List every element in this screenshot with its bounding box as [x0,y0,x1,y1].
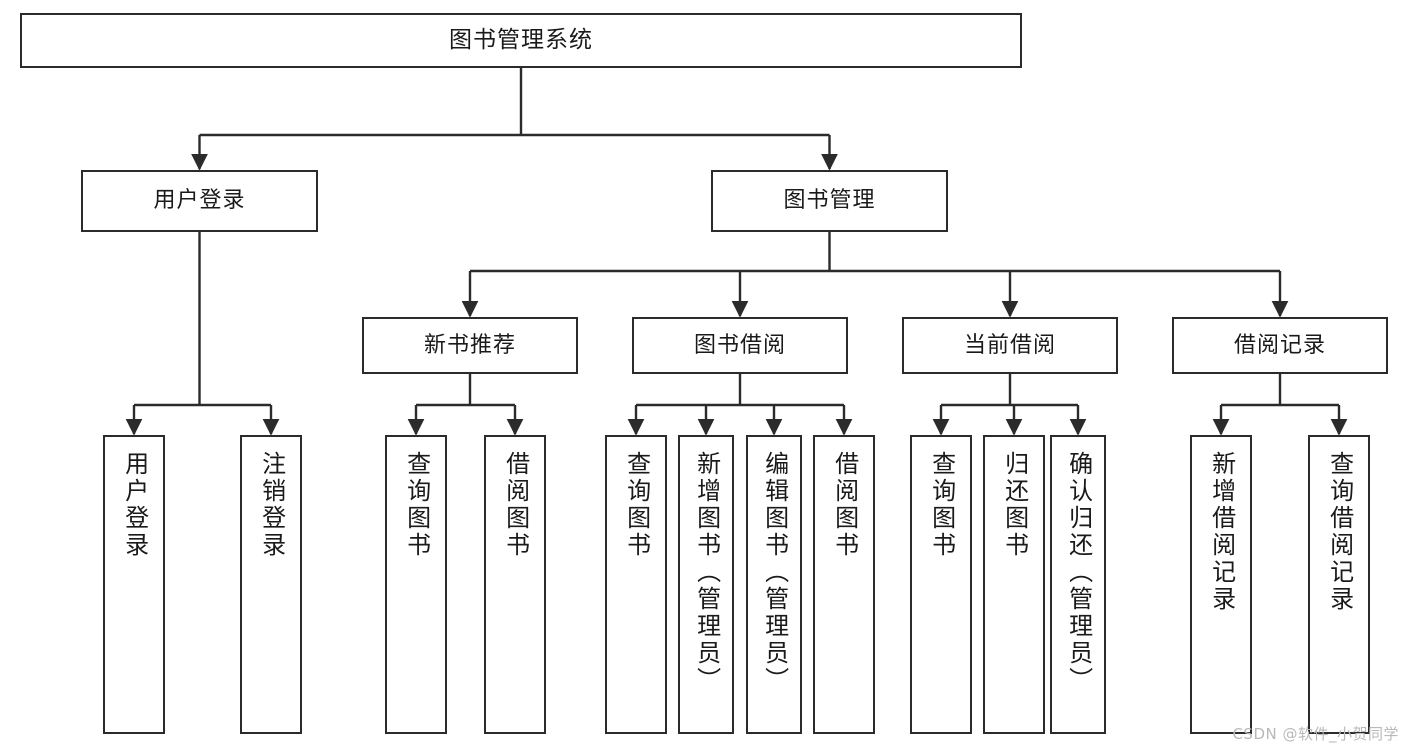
node-new-book-recommend[interactable]: 新书推荐 [362,317,578,374]
node-leaf-user-login[interactable]: 用户登录 [103,435,165,734]
node-leaf-borrow-book-1[interactable]: 借阅图书 [484,435,546,734]
node-user-login[interactable]: 用户登录 [81,170,318,232]
node-borrow-record[interactable]: 借阅记录 [1172,317,1388,374]
node-label: 借阅图书 [501,451,530,559]
node-label: 图书管理 [783,188,876,214]
node-leaf-add-book[interactable]: 新增图书（管理员） [678,435,734,734]
node-label: 借阅记录 [1233,332,1326,358]
node-label: 新书推荐 [423,332,516,358]
node-leaf-query-book-1[interactable]: 查询图书 [385,435,447,734]
node-leaf-query-borrow-record[interactable]: 查询借阅记录 [1308,435,1370,734]
node-label: 新增图书（管理员） [692,451,721,694]
node-label: 查询图书 [622,451,651,559]
node-label: 查询图书 [402,451,431,559]
node-label: 新增借阅记录 [1207,451,1236,613]
watermark: CSDN @软件_小贺同学 [1232,725,1399,743]
node-label: 确认归还（管理员） [1064,451,1093,694]
node-label: 查询图书 [927,451,956,559]
node-root[interactable]: 图书管理系统 [20,13,1022,68]
node-label: 编辑图书（管理员） [760,451,789,694]
node-leaf-edit-book[interactable]: 编辑图书（管理员） [746,435,802,734]
node-leaf-borrow-book-2[interactable]: 借阅图书 [813,435,875,734]
node-book-borrow[interactable]: 图书借阅 [632,317,848,374]
node-label: 当前借阅 [963,332,1056,358]
node-label: 借阅图书 [830,451,859,559]
node-leaf-confirm-return[interactable]: 确认归还（管理员） [1050,435,1106,734]
node-leaf-query-book-3[interactable]: 查询图书 [910,435,972,734]
node-label: 归还图书 [1000,451,1029,559]
node-leaf-return-book[interactable]: 归还图书 [983,435,1045,734]
node-label: 注销登录 [257,451,286,559]
node-current-borrow[interactable]: 当前借阅 [902,317,1118,374]
node-label: 用户登录 [120,451,149,559]
node-book-manage[interactable]: 图书管理 [711,170,948,232]
node-leaf-query-book-2[interactable]: 查询图书 [605,435,667,734]
node-leaf-add-borrow-record[interactable]: 新增借阅记录 [1190,435,1252,734]
node-label: 图书管理系统 [449,26,593,53]
node-leaf-user-logout[interactable]: 注销登录 [240,435,302,734]
node-label: 查询借阅记录 [1325,451,1354,613]
node-label: 用户登录 [153,188,246,214]
node-label: 图书借阅 [693,332,786,358]
